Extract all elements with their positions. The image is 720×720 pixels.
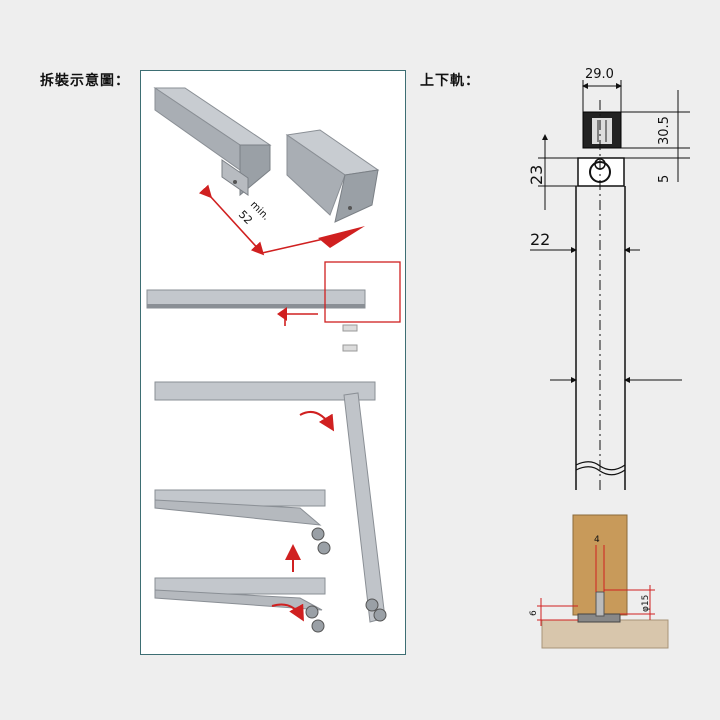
height-top-label: 30.5 (657, 116, 672, 145)
dim-15-label: φ15 (641, 595, 651, 612)
step-4-rail (154, 577, 326, 633)
step-2-rail (154, 381, 387, 623)
dim-6-label: 6 (529, 610, 539, 616)
floor-guide-detail: 4 φ15 6 (529, 514, 669, 649)
width-22-label: 22 (530, 230, 550, 249)
width-top-label: 29.0 (585, 67, 614, 82)
rail-profile-right (285, 129, 380, 223)
detail-highlight-box (324, 261, 401, 323)
rail-profile-left (153, 87, 272, 197)
rails-label: 上下軌： (420, 73, 480, 89)
step-1-rail (146, 261, 401, 352)
height-small-label: 5 (657, 175, 672, 183)
height-23-label: 23 (527, 165, 546, 185)
dim-4-label: 4 (594, 535, 600, 545)
step-3-rail (154, 489, 331, 572)
disassembly-label: 拆裝示意圖： (40, 73, 130, 89)
rail-cross-section: 29.0 30.5 5 23 22 (527, 67, 690, 490)
